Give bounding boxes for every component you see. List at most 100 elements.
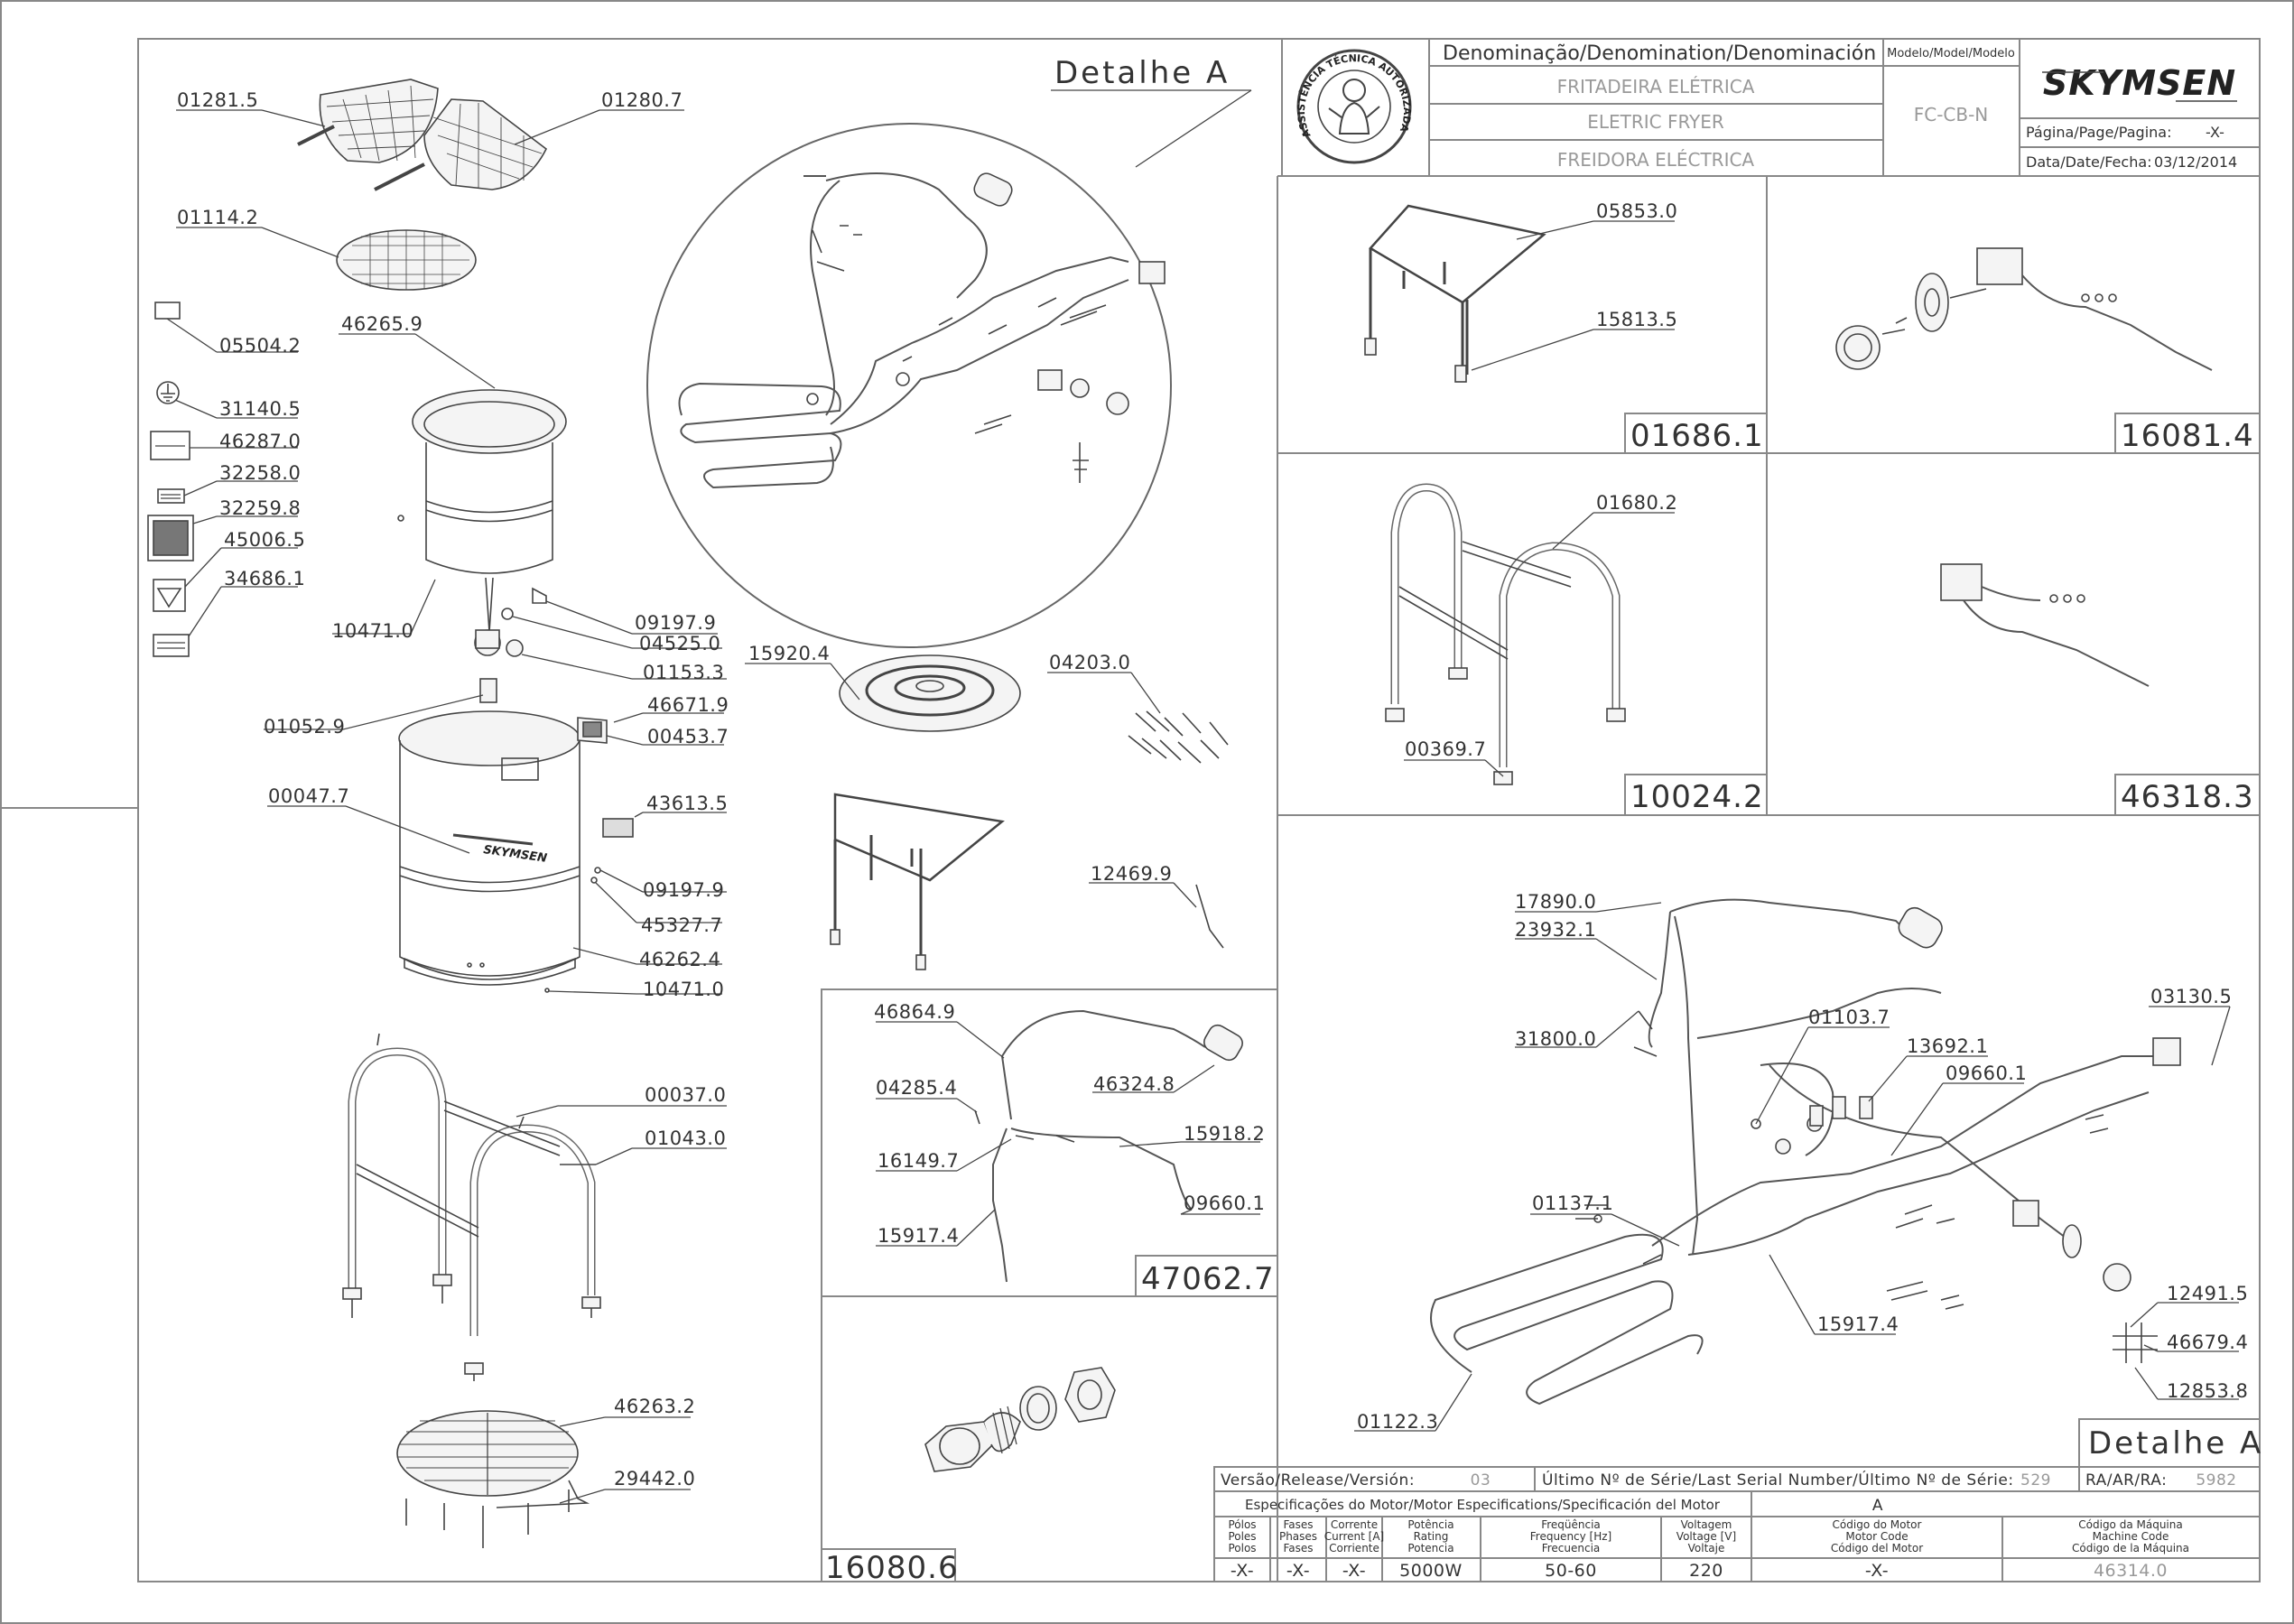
part-label-46324-8: 46324.8: [1093, 1073, 1175, 1095]
part-label-31800-0: 31800.0: [1515, 1028, 1596, 1050]
val-poles: -X-: [1231, 1561, 1254, 1581]
drain-valve-body: [474, 629, 524, 657]
part-label-01280-7: 01280.7: [601, 89, 683, 111]
detail-a-label-bottom: Detalhe A: [2088, 1425, 2263, 1462]
page-value: -X-: [2206, 124, 2224, 141]
ra-label: RA/AR/RA:: [2085, 1471, 2167, 1489]
model-value: FC-CB-N: [1914, 104, 1989, 125]
small-decal-icon: [157, 488, 185, 504]
part-label-32258-0: 32258.0: [219, 462, 301, 484]
heating-coil: [839, 654, 1021, 732]
detail-a-full-wiring: [1430, 898, 2181, 1406]
detail-a-wiring: [678, 172, 1166, 489]
part-label-05504-2: 05504.2: [219, 335, 301, 357]
part-label-46265-9: 46265.9: [341, 313, 423, 335]
part-label-00047-7: 00047.7: [268, 785, 349, 807]
part-label-04203-0: 04203.0: [1049, 652, 1130, 673]
plug-icon-detail-a: [1898, 906, 1943, 949]
date-value: 03/12/2014: [2154, 153, 2237, 171]
part-label-15918-2: 15918.2: [1184, 1123, 1265, 1145]
page-label: Página/Page/Pagina:: [2026, 124, 2171, 141]
drain-valve-panel: 16080.6: [821, 1295, 1278, 1586]
power-switch-bracket: [577, 717, 608, 744]
part-label-46263-2: 46263.2: [614, 1396, 695, 1417]
part-label-34686-1: 34686.1: [224, 568, 305, 589]
part-label-17890-0: 17890.0: [1515, 891, 1596, 913]
hot-surface-decal-icon: [153, 579, 186, 612]
label-plate-icon: [154, 302, 181, 320]
part-label-15920-4: 15920.4: [748, 643, 830, 664]
warning-decal-icon: [150, 431, 190, 460]
side-decal: [602, 818, 634, 838]
svg-text:ASSISTÊNCIA TÉCNICA AUTORIZADA: ASSISTÊNCIA TÉCNICA AUTORIZADA: [1296, 52, 1413, 139]
part-label-12491-5: 12491.5: [2167, 1283, 2248, 1304]
bottom-grid-cover: [396, 1410, 590, 1548]
part-label-29442-0: 29442.0: [614, 1468, 695, 1489]
part-label-15917-4-a: 15917.4: [878, 1225, 959, 1247]
part-label-46262-4: 46262.4: [639, 949, 720, 970]
part-label-04525-0: 04525.0: [639, 633, 720, 654]
knob-icon-top: [1106, 392, 1129, 415]
part-label-10471-0-a: 10471.0: [332, 620, 413, 642]
product-name-pt: FRITADEIRA ELÉTRICA: [1557, 76, 1755, 97]
motor-code-letter: A: [1872, 1497, 1883, 1515]
part-label-43613-5: 43613.5: [646, 793, 728, 814]
detail-a-label-top: Detalhe A: [1054, 55, 1230, 91]
probe-wire: [1195, 884, 1224, 949]
denomination-title: Denominação/Denomination/Denominación: [1443, 42, 1876, 65]
part-label-09660-1-a: 09660.1: [1184, 1192, 1265, 1214]
product-name-en: ELETRIC FRYER: [1587, 111, 1724, 133]
part-label-00453-7: 00453.7: [647, 726, 729, 747]
part-label-15813-5: 15813.5: [1596, 309, 1677, 330]
right-panels: 01686.1 05853.0 15813.5 16081.4: [1277, 175, 2261, 1467]
serial-value: 529: [2020, 1471, 2051, 1489]
part-label-09197-9-b: 09197.9: [643, 879, 724, 901]
part-label-15917-4-b: 15917.4: [1817, 1313, 1899, 1335]
small-basket-support: [1364, 204, 1546, 383]
version-label: Versão/Release/Versión:: [1221, 1471, 1415, 1489]
outer-body-cabinet: SKYMSEN: [398, 710, 580, 986]
drain-valve-assembly: [924, 1367, 1116, 1472]
part-label-05853-0: 05853.0: [1596, 200, 1677, 222]
part-label-09197-9-a: 09197.9: [635, 612, 716, 634]
oil-tank: [397, 389, 567, 633]
part-label-03130-5: 03130.5: [2150, 986, 2232, 1007]
model-title: Modelo/Model/Modelo: [1887, 47, 2015, 60]
part-label-46679-4: 46679.4: [2167, 1332, 2248, 1353]
part-label-00037-0: 00037.0: [645, 1084, 726, 1106]
part-label-46671-9: 46671.9: [647, 694, 729, 716]
kit-code-16080-6: 16080.6: [825, 1550, 959, 1586]
cable-kit-panel: 47062.7: [821, 988, 1278, 1297]
part-label-01043-0: 01043.0: [645, 1128, 726, 1149]
val-current: -X-: [1342, 1561, 1366, 1581]
fry-basket-right: [374, 98, 548, 191]
ground-symbol-icon: [156, 381, 180, 404]
knob-icon-detail-a: [2103, 1263, 2131, 1292]
skymsen-logo: SKYMSEN: [2042, 63, 2237, 103]
basket-support-rack: [830, 793, 1005, 970]
kit-code-16081-4: 16081.4: [2121, 418, 2254, 454]
part-label-45327-7: 45327.7: [641, 914, 722, 936]
title-block: Denominação/Denomination/Denominación FR…: [1281, 38, 2261, 177]
val-machine-code: 46314.0: [2094, 1561, 2168, 1581]
mesh-screen: [336, 229, 477, 291]
ra-value: 5982: [2196, 1471, 2236, 1489]
val-motor-code: -X-: [1865, 1561, 1889, 1581]
drain-fitting: [479, 678, 497, 703]
part-label-00369-7: 00369.7: [1405, 738, 1486, 760]
version-value: 03: [1471, 1471, 1491, 1489]
part-label-45006-5: 45006.5: [224, 529, 305, 551]
val-phases: -X-: [1286, 1561, 1310, 1581]
part-label-31140-5: 31140.5: [219, 398, 301, 420]
plug-icon-cable-kit: [1203, 1024, 1243, 1062]
part-label-12469-9: 12469.9: [1091, 863, 1172, 885]
thermostat-with-knob: [1835, 247, 2213, 371]
detail-a-callout: Detalhe A: [646, 55, 1252, 648]
kit-code-01686-1: 01686.1: [1630, 418, 1764, 454]
part-label-04285-4: 04285.4: [876, 1077, 957, 1099]
serial-label: Último Nº de Série/Last Serial Number/Úl…: [1542, 1470, 2014, 1489]
